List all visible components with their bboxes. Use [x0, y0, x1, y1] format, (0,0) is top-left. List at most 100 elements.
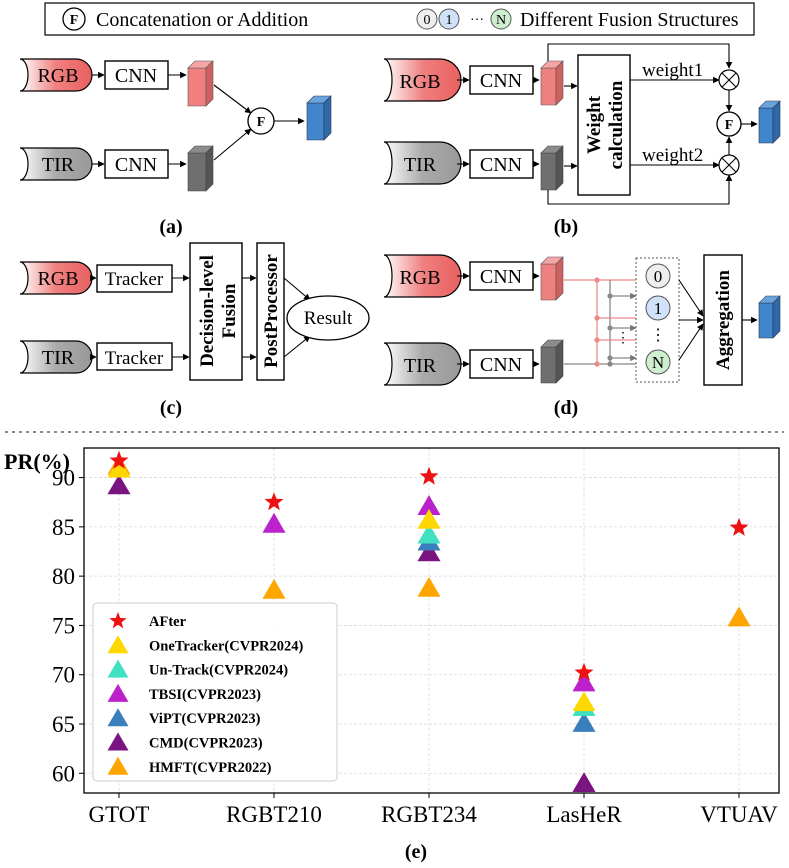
- cnn-rgb-label-d: CNN: [480, 266, 522, 288]
- data-point-triangle: [572, 772, 596, 792]
- fusion-legend-text: Concatenation or Addition: [96, 9, 308, 31]
- rgb-input-shape-c: [19, 261, 93, 295]
- x-tick-label: RGBT210: [226, 802, 322, 827]
- aggregation-box: [703, 254, 743, 386]
- cnn-rgb-label: CNN: [115, 65, 157, 87]
- caption-c: (c): [160, 397, 182, 419]
- decision-level-fusion-box: [189, 242, 243, 381]
- tir-feature-cube-d: [540, 339, 564, 384]
- structure-n-node: [645, 349, 671, 375]
- caption-a: (a): [159, 216, 182, 238]
- structure-legend-text: Different Fusion Structures: [520, 9, 739, 31]
- decision-fusion-line1: Decision-level: [197, 255, 218, 367]
- panel-c: RGB Tracker TIR Tracker Decision-level F…: [19, 242, 370, 419]
- fused-feature-cube-d: [758, 295, 781, 339]
- legend-marker: [107, 708, 129, 727]
- cnn-box-tir-b: [469, 149, 534, 179]
- data-point-triangle: [417, 508, 441, 529]
- fusion-node-b-label: F: [725, 118, 734, 133]
- legend-label: HMFT(CVPR2022): [149, 760, 272, 776]
- cnn-tir-label: CNN: [115, 154, 157, 176]
- y-tick-label: 90: [52, 466, 75, 491]
- weight1-label: weight1: [642, 60, 703, 81]
- structure-legend-n-label: N: [496, 13, 506, 28]
- data-point-triangle: [572, 691, 596, 712]
- y-tick-label: 75: [52, 613, 75, 638]
- result-label: Result: [304, 308, 353, 329]
- fusion-legend-letter: F: [70, 13, 79, 28]
- chart-marks: [107, 450, 751, 792]
- tracker-rgb-label: Tracker: [105, 269, 164, 290]
- structure-vdots: ⋮: [650, 327, 666, 344]
- data-point-triangle: [727, 606, 751, 627]
- cnn-tir-label-d: CNN: [480, 354, 522, 376]
- legend-label: TBSI(CVPR2023): [149, 687, 261, 703]
- data-point-triangle: [417, 541, 441, 562]
- structure-1-label: 1: [654, 299, 663, 318]
- rgb-input-shape-d: [383, 254, 462, 298]
- y-tick-label: 70: [52, 663, 75, 688]
- data-point-star: [109, 450, 129, 469]
- multiply-node-bottom: [718, 154, 740, 176]
- tracker-box-tir: [96, 342, 173, 371]
- tir-input-shape-b: [383, 141, 462, 185]
- data-point-star: [264, 492, 284, 511]
- tir-input-label-d: TIR: [404, 355, 437, 377]
- structure-legend-1: [438, 8, 460, 30]
- data-point-triangle: [107, 474, 131, 495]
- cnn-rgb-label-b: CNN: [480, 70, 522, 92]
- legend-frame: [92, 602, 338, 782]
- data-point-triangle: [107, 457, 131, 478]
- rgb-feature-cube-b: [540, 60, 564, 106]
- weight-calc-line2: calculation: [606, 80, 627, 169]
- panel-b: RGB CNN TIR CNN Weight calculation weigh…: [383, 43, 781, 238]
- data-point-triangle: [417, 495, 441, 515]
- rgb-input-label-d: RGB: [399, 267, 440, 289]
- tir-input-shape-c: [19, 340, 93, 374]
- data-point-star: [729, 517, 749, 536]
- weight2-label: weight2: [642, 145, 703, 166]
- weight-calculation-box: [577, 54, 631, 196]
- panel-d: RGB CNN TIR CNN: [383, 254, 781, 419]
- data-point-triangle: [417, 523, 441, 544]
- y-tick-label: 85: [52, 515, 75, 540]
- rgb-feature-cube-d: [540, 256, 564, 301]
- routing-lines: [564, 277, 637, 367]
- top-legend: F Concatenation or Addition 0 1 ··· N Di…: [44, 2, 755, 36]
- y-tick-label: 65: [52, 712, 75, 737]
- data-point-triangle: [417, 576, 441, 597]
- y-tick-label: 80: [52, 564, 75, 589]
- fused-feature-cube-b: [758, 100, 781, 144]
- rgb-input-shape: [19, 58, 93, 92]
- x-tick-label: LasHeR: [546, 802, 622, 827]
- tir-feature-cube-b: [540, 145, 564, 191]
- cnn-tir-label-b: CNN: [480, 154, 522, 176]
- x-tick-label: VTUAV: [700, 802, 778, 827]
- data-point-triangle: [262, 578, 286, 599]
- routing-dots: ⋮: [616, 331, 630, 346]
- data-point-triangle: [262, 512, 286, 533]
- data-point-triangle: [572, 671, 596, 692]
- legend-marker: [109, 612, 127, 629]
- legend-marker: [107, 756, 129, 775]
- tir-input-label-b: TIR: [404, 154, 437, 176]
- cnn-box-rgb: [104, 60, 169, 90]
- legend-label: CMD(CVPR2023): [149, 736, 263, 752]
- fusion-legend-symbol: [62, 7, 86, 31]
- tracker-tir-label: Tracker: [105, 348, 164, 369]
- rgb-input-label-c: RGB: [37, 268, 78, 290]
- tir-input-shape-d: [383, 342, 462, 386]
- caption-b: (b): [554, 216, 578, 238]
- decision-fusion-line2: Fusion: [219, 283, 240, 338]
- panel-a: RGB CNN TIR CNN F (a): [19, 58, 332, 238]
- y-tick-label: 60: [52, 761, 75, 786]
- legend-marker: [107, 635, 129, 654]
- caption-d: (d): [554, 397, 578, 419]
- structure-n-label: N: [652, 353, 664, 372]
- result-node: [286, 295, 370, 341]
- structure-1-node: [645, 295, 671, 321]
- structure-legend-dots: ···: [470, 13, 484, 28]
- structure-legend-0: [416, 8, 438, 30]
